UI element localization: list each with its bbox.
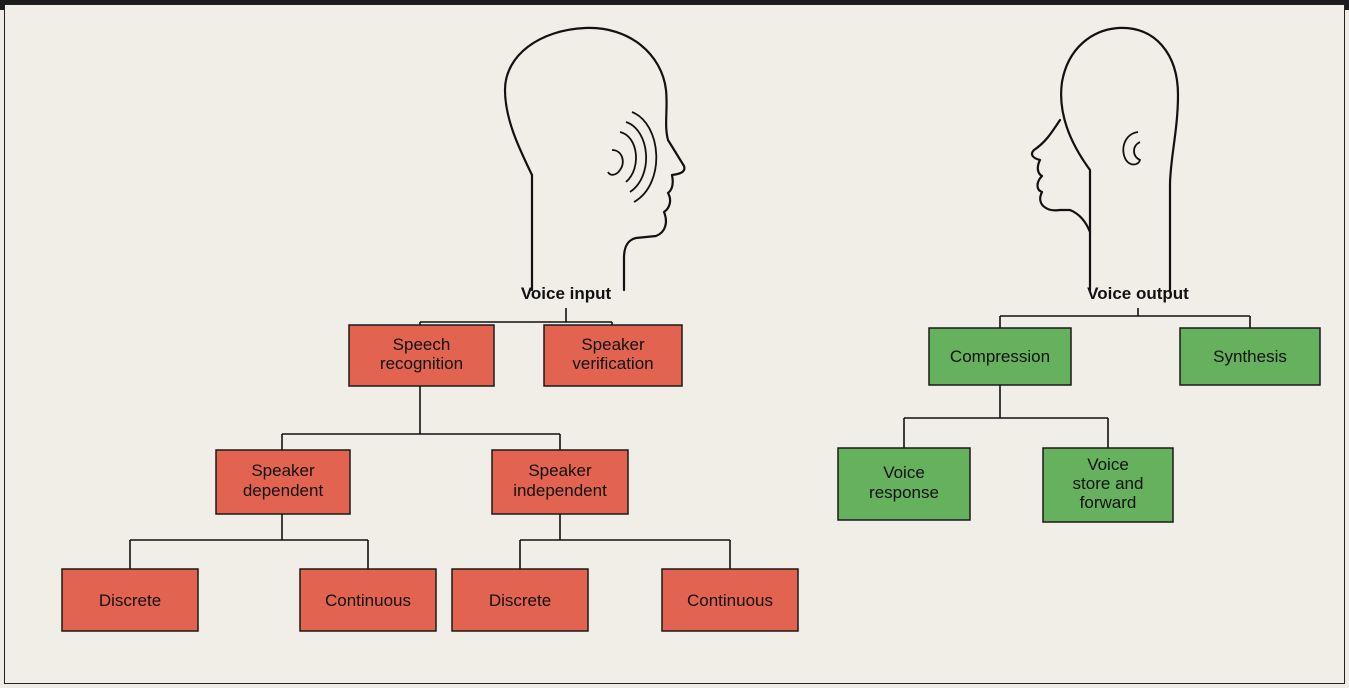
discrete-label-2: Discrete bbox=[489, 591, 551, 610]
voice-input-label: Voice input bbox=[521, 284, 612, 303]
voice-response-box: Voice response bbox=[837, 447, 971, 521]
voice-store-forward-label-line1: Voice bbox=[1087, 455, 1129, 474]
voice-store-and-forward-box: Voice store and forward bbox=[1042, 447, 1174, 523]
speaker-verification-label-line1: Speaker bbox=[581, 335, 645, 354]
discrete-box-1: Discrete bbox=[61, 568, 199, 632]
compression-box: Compression bbox=[928, 327, 1072, 386]
synthesis-box: Synthesis bbox=[1179, 327, 1321, 386]
left-head-icon bbox=[503, 26, 686, 292]
continuous-box-2: Continuous bbox=[661, 568, 799, 632]
right-tree-connectors bbox=[903, 308, 1251, 448]
speaker-dependent-label-line1: Speaker bbox=[251, 461, 315, 480]
continuous-label-1: Continuous bbox=[325, 591, 411, 610]
speech-recognition-label-line1: Speech bbox=[393, 335, 451, 354]
speech-recognition-label-line2: recognition bbox=[380, 354, 463, 373]
speaker-independent-label-line2: independent bbox=[513, 481, 607, 500]
speech-recognition-box: Speech recognition bbox=[348, 324, 495, 387]
right-head-icon bbox=[1030, 26, 1180, 292]
voice-store-forward-label-line3: forward bbox=[1080, 493, 1137, 512]
compression-label: Compression bbox=[950, 347, 1050, 366]
continuous-label-2: Continuous bbox=[687, 591, 773, 610]
discrete-label-1: Discrete bbox=[99, 591, 161, 610]
voice-response-label-line1: Voice bbox=[883, 463, 925, 482]
speaker-dependent-label-line2: dependent bbox=[243, 481, 324, 500]
discrete-box-2: Discrete bbox=[451, 568, 589, 632]
speaker-verification-box: Speaker verification bbox=[543, 324, 683, 387]
speaker-independent-label-line1: Speaker bbox=[528, 461, 592, 480]
voice-output-label: Voice output bbox=[1087, 284, 1189, 303]
speaker-independent-box: Speaker independent bbox=[491, 449, 629, 515]
voice-store-forward-label-line2: store and bbox=[1073, 474, 1144, 493]
synthesis-label: Synthesis bbox=[1213, 347, 1287, 366]
speaker-dependent-box: Speaker dependent bbox=[215, 449, 351, 515]
continuous-box-1: Continuous bbox=[299, 568, 437, 632]
voice-response-label-line2: response bbox=[869, 483, 939, 502]
speaker-verification-label-line2: verification bbox=[572, 354, 653, 373]
left-tree-connectors bbox=[129, 308, 731, 569]
